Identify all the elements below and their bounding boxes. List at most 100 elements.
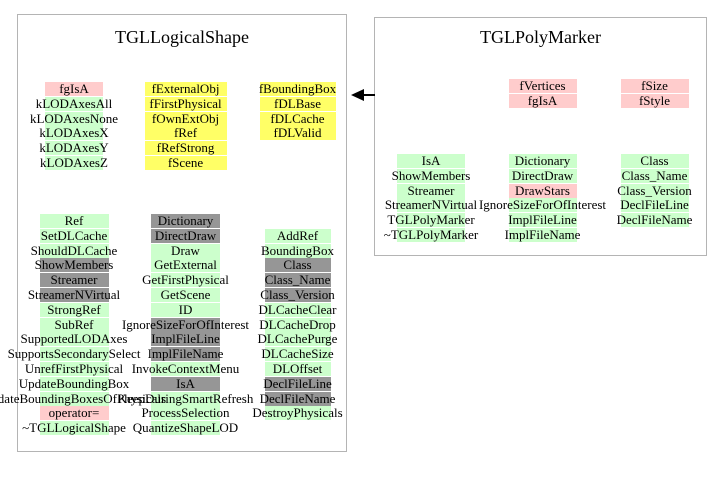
member-cell: GetFirstPhysical — [142, 273, 229, 288]
member-label: DLCacheDrop — [259, 316, 336, 332]
member-label: DirectDraw — [154, 227, 217, 243]
member-cell: Dictionary — [151, 214, 220, 228]
member-label: Class_Name — [264, 272, 331, 288]
member-label: DeclFileLine — [263, 375, 332, 391]
member-label: QuantizeShapeLOD — [132, 420, 239, 436]
member-label: kLODAxesZ — [40, 155, 108, 170]
member-cell: fScene — [144, 156, 227, 170]
member-cell: DLCachePurge — [258, 332, 337, 347]
class-title: TGLPolyMarker — [480, 27, 601, 47]
member-cell: KeepDuringSmartRefresh — [118, 391, 253, 406]
member-label: DLCacheClear — [258, 301, 337, 317]
member-cell: UpdateBoundingBox — [19, 376, 129, 391]
member-cell: fExternalObj — [144, 81, 227, 96]
member-label: ShowMembers — [391, 167, 471, 183]
member-label: UpdateBoundingBoxesOfPhysicals — [0, 390, 167, 406]
member-label: ID — [178, 301, 193, 317]
member-cell: UnrefFirstPhysical — [25, 362, 123, 376]
member-cell: fBoundingBox — [259, 82, 336, 96]
member-label: ~TGLLogicalShape — [22, 420, 126, 436]
member-cell: operator= — [39, 405, 109, 421]
member-label: GetExternal — [154, 257, 217, 273]
member-label: DestroyPhysicals — [252, 405, 343, 421]
arrow-line — [363, 94, 375, 96]
member-label: GetFirstPhysical — [142, 272, 229, 288]
member-cell: Streamer — [39, 273, 109, 288]
member-label: DrawStars — [515, 182, 570, 198]
member-label: kLODAxesX — [39, 125, 109, 141]
member-cell: DeclFileName — [617, 213, 692, 228]
member-cell: StreamerNVirtual — [28, 288, 120, 302]
member-cell: ProcessSelection — [141, 406, 230, 421]
member-cell: SubRef — [39, 317, 109, 332]
member-label: DeclFileName — [616, 212, 693, 228]
member-cell: GetExternal — [151, 257, 220, 273]
member-label: ImplFileName — [147, 346, 224, 362]
member-label: KeepDuringSmartRefresh — [117, 390, 254, 406]
member-label: IgnoreSizeForOfInterest — [121, 316, 250, 332]
member-label: fOwnExtObj — [151, 110, 220, 126]
member-label: DLCachePurge — [257, 331, 338, 347]
member-label: DirectDraw — [511, 167, 574, 183]
member-cell: kLODAxesX — [39, 126, 109, 141]
member-cell: ImplFileLine — [508, 212, 577, 228]
member-label: IsA — [421, 153, 441, 168]
member-label: fExternalObj — [151, 81, 220, 96]
member-cell: fDLCache — [259, 111, 336, 126]
member-label: StreamerNVirtual — [27, 287, 121, 302]
member-label: IgnoreSizeForOfInterest — [478, 197, 607, 213]
member-label: fFirstPhysical — [149, 95, 222, 111]
member-label: fVertices — [519, 78, 566, 93]
member-label: Class — [283, 257, 312, 273]
member-label: Class_Version — [617, 182, 692, 198]
member-cell: fVertices — [508, 78, 577, 93]
member-cell: StrongRef — [39, 302, 109, 317]
member-label: fRef — [173, 125, 198, 141]
member-cell: ID — [151, 301, 220, 317]
member-label: Ref — [64, 213, 84, 228]
member-label: operator= — [48, 405, 100, 421]
member-cell: SupportedLODAxes — [21, 332, 127, 347]
member-label: GetScene — [160, 287, 211, 302]
member-label: fgIsA — [59, 81, 89, 96]
member-cell: fStyle — [620, 93, 689, 108]
member-cell: GetScene — [151, 288, 220, 302]
member-cell: IgnoreSizeForOfInterest — [122, 317, 249, 332]
member-cell: TGLPolyMarker — [387, 213, 475, 228]
member-label: DLCacheSize — [261, 346, 334, 362]
member-label: ~TGLPolyMarker — [383, 227, 479, 242]
member-cell: ShouldDLCache — [31, 243, 117, 258]
member-cell: fRef — [144, 125, 227, 141]
member-cell: ImplFileName — [148, 347, 223, 362]
member-label: SetDLCache — [40, 227, 108, 243]
member-cell: SetDLCache — [39, 227, 109, 243]
member-label: Streamer — [407, 182, 455, 198]
member-cell: DLOffset — [264, 362, 331, 376]
member-cell: Draw — [151, 243, 220, 258]
member-cell: fDLValid — [259, 126, 336, 141]
member-label: Class_Name — [621, 167, 688, 183]
member-label: SupportedLODAxes — [20, 331, 128, 347]
member-cell: InvokeContextMenu — [132, 362, 239, 376]
member-cell: SupportsSecondarySelect — [8, 347, 140, 362]
member-cell: fSize — [620, 79, 689, 93]
member-cell: Class — [620, 154, 689, 168]
member-label: ShowMembers — [34, 257, 114, 273]
member-label: DeclFileLine — [620, 197, 689, 213]
member-cell: DeclFileName — [260, 391, 335, 406]
member-cell: BoundingBox — [261, 243, 334, 258]
member-cell: ImplFileName — [505, 228, 580, 242]
member-cell: DLCacheDrop — [259, 317, 336, 332]
member-label: ImplFileLine — [151, 331, 220, 347]
member-cell: ~TGLPolyMarker — [384, 228, 478, 242]
member-label: fgIsA — [527, 92, 558, 108]
member-label: ImplFileLine — [508, 212, 577, 228]
member-label: UnrefFirstPhysical — [24, 361, 124, 376]
member-label: AddRef — [276, 227, 319, 243]
member-label: kLODAxesNone — [29, 110, 119, 126]
member-cell: Class_Version — [260, 288, 335, 302]
member-cell: Class_Version — [617, 183, 692, 198]
member-label: SupportsSecondarySelect — [7, 346, 141, 362]
member-label: Dictionary — [514, 153, 571, 168]
